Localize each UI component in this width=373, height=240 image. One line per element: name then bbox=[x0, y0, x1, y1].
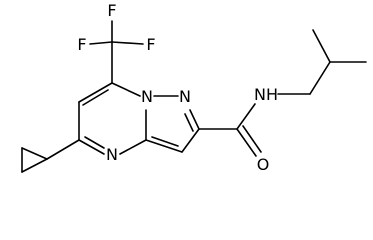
atom-n-bridge: N bbox=[141, 87, 153, 106]
bond-n4-c3a bbox=[119, 139, 147, 155]
bond-c3-c3a bbox=[145, 139, 183, 153]
atom-n-pyrazole: N bbox=[179, 87, 191, 106]
bond-c5-cyclopropyl bbox=[46, 139, 80, 160]
atom-nh: NH bbox=[254, 85, 278, 104]
bond-ch2-ch bbox=[309, 61, 331, 95]
atom-n-pyrimidine: N bbox=[106, 145, 118, 164]
atom-f-right: F bbox=[146, 35, 155, 54]
bond-c-f-left bbox=[89, 41, 113, 45]
atom-f-left: F bbox=[77, 35, 86, 54]
bond-c-f-right bbox=[111, 41, 144, 45]
molecule-canvas: F F F N N N NH O bbox=[21, 1, 367, 174]
bond-c7-c6 bbox=[78, 82, 113, 103]
bond-n2-c2 bbox=[189, 109, 200, 130]
structure-diagram: F F F N N N NH O bbox=[21, 1, 367, 174]
bond-cyclopropyl-a bbox=[21, 147, 48, 160]
bond-n2-c2-inner bbox=[184, 113, 194, 132]
bond-c3-c3a-inner bbox=[151, 136, 179, 147]
bond-ch-me-up bbox=[312, 29, 331, 63]
bond-c2-c3 bbox=[181, 128, 200, 153]
bond-carbonyl-nh bbox=[236, 103, 256, 130]
bond-c5-n4-inner bbox=[84, 136, 105, 149]
bond-carbonyl-o bbox=[236, 128, 257, 157]
bond-carbonyl-o-double bbox=[242, 125, 262, 153]
atom-f-top: F bbox=[107, 1, 116, 20]
bond-c7-c6-inner bbox=[82, 89, 109, 106]
atom-o: O bbox=[257, 155, 270, 174]
bond-c5-n4 bbox=[78, 139, 105, 155]
bond-cyclopropyl-c bbox=[21, 158, 48, 173]
bond-n-bridge-c7 bbox=[111, 82, 141, 97]
